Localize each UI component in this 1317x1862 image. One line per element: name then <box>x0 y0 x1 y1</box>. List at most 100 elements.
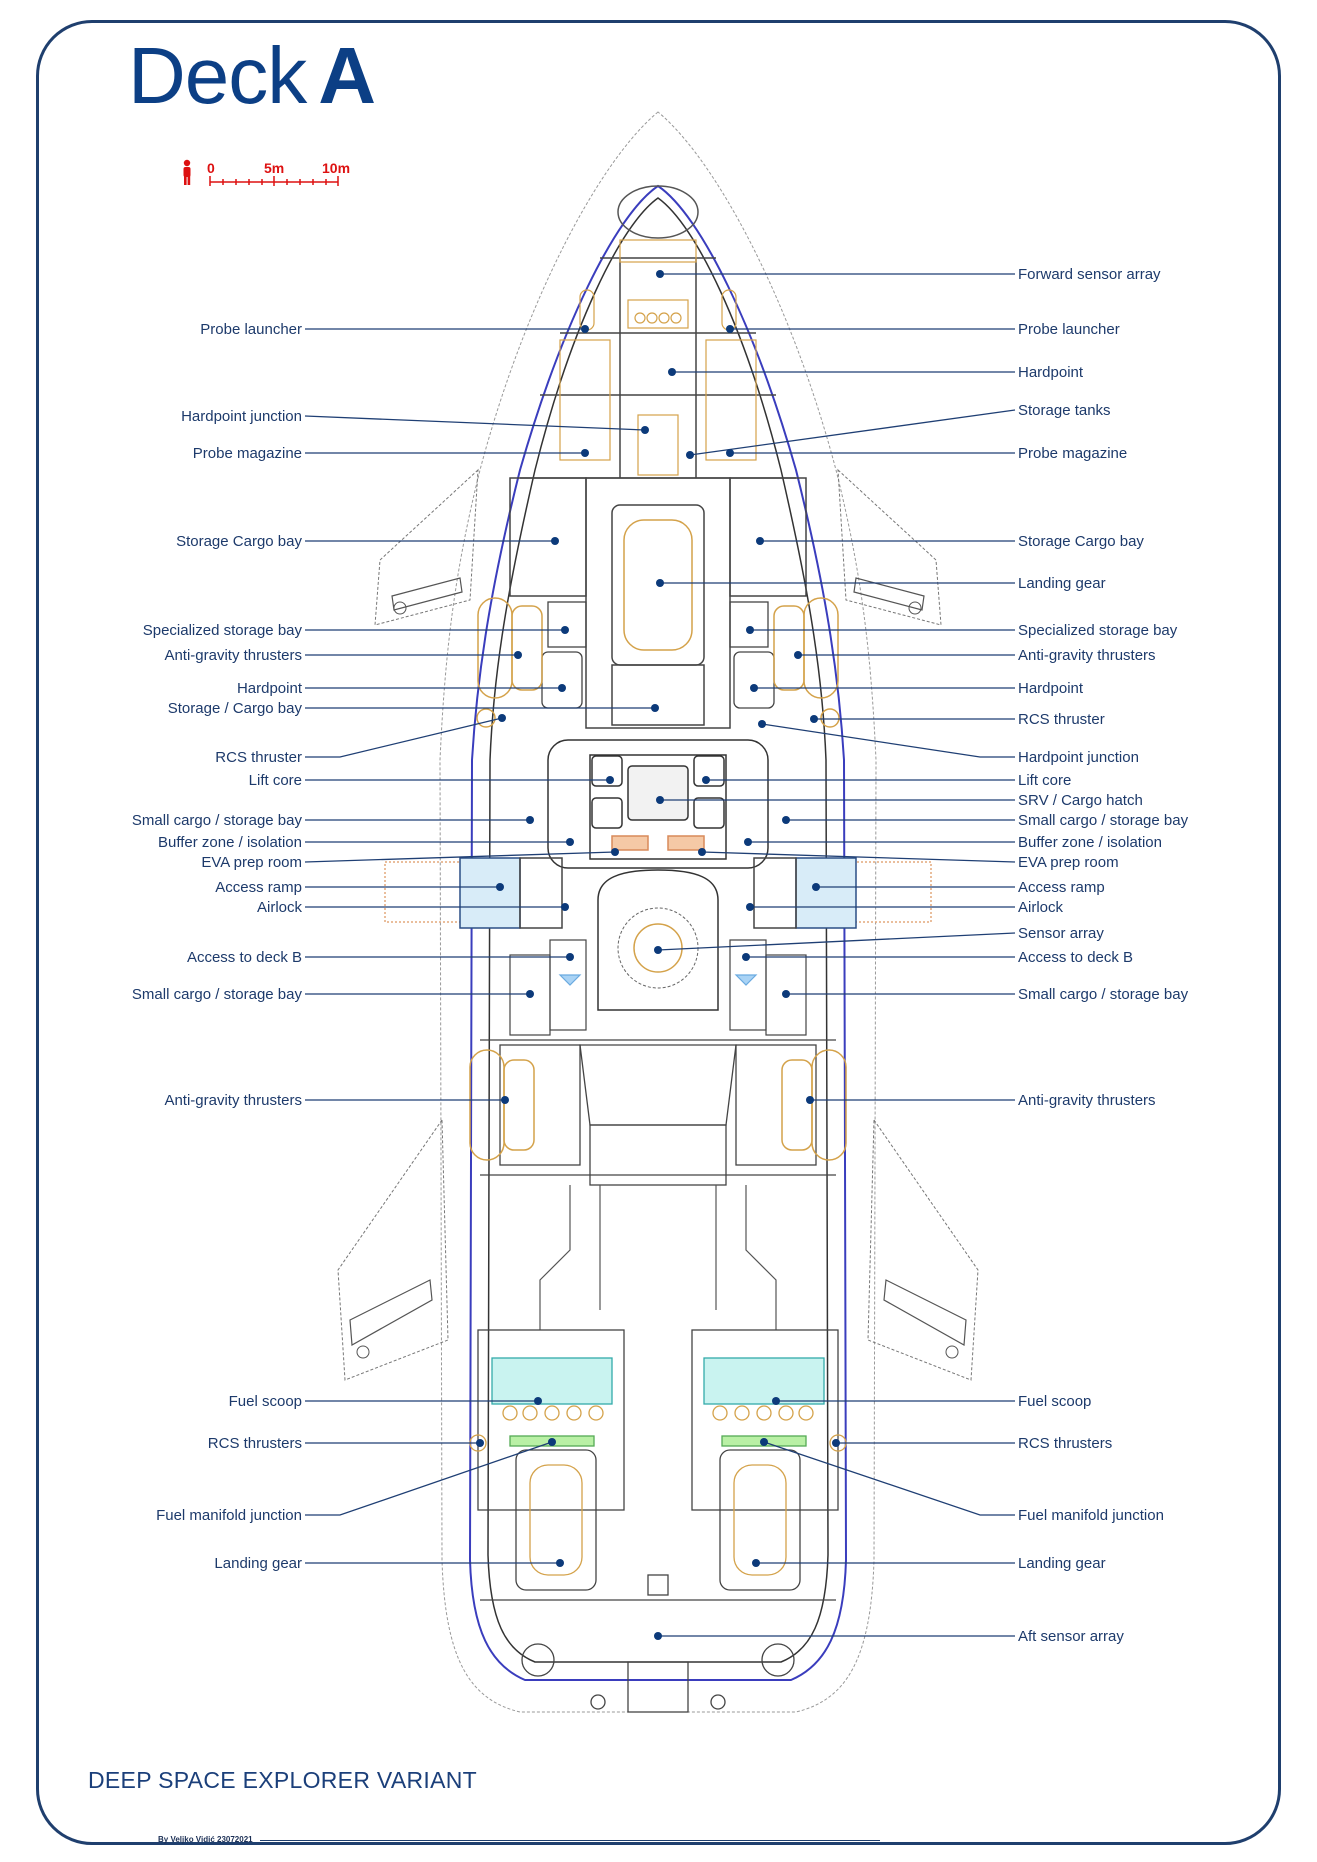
leader-dot-srv-cargo-hatch-r <box>656 796 664 804</box>
leader-dot-buffer-zone-l <box>566 838 574 846</box>
label-specialized-storage-bay-l: Specialized storage bay <box>143 622 303 639</box>
leader-dot-lift-core-r <box>702 776 710 784</box>
leader-line-eva-prep-room-r <box>701 851 1016 863</box>
leader-dot-storage-tanks-r <box>686 451 694 459</box>
callout-storage-cargo-bay-2-l: Storage / Cargo bay <box>168 700 659 717</box>
callout-storage-cargo-bay-r: Storage Cargo bay <box>756 533 1144 550</box>
label-srv-cargo-hatch-r: SRV / Cargo hatch <box>1018 792 1143 809</box>
label-lift-core-l: Lift core <box>249 772 302 789</box>
ship-plan <box>337 111 979 1713</box>
label-access-to-deck-b-l: Access to deck B <box>187 949 302 966</box>
label-probe-magazine-r: Probe magazine <box>1018 445 1127 462</box>
leader-dot-airlock-r <box>746 903 754 911</box>
leader-dot-hardpoint-junction-l <box>641 426 649 434</box>
callout-hardpoint-l: Hardpoint <box>237 680 566 697</box>
label-anti-gravity-thrusters-r1: Anti-gravity thrusters <box>1018 647 1156 664</box>
leader-line-hardpoint-junction-l <box>304 415 646 431</box>
label-fuel-manifold-junction-r: Fuel manifold junction <box>1018 1507 1164 1524</box>
leader-dot-landing-gear-l <box>556 1559 564 1567</box>
scale-mark-0: 0 <box>207 160 215 176</box>
label-access-to-deck-b-r: Access to deck B <box>1018 949 1133 966</box>
label-airlock-r: Airlock <box>1018 899 1064 916</box>
callout-aft-sensor-array-r: Aft sensor array <box>654 1628 1124 1645</box>
callout-small-cargo-storage-bay-l1: Small cargo / storage bay <box>132 812 534 829</box>
callout-rcs-thruster-l: RCS thruster <box>215 714 506 766</box>
deck-title-letter: A <box>318 31 376 120</box>
label-storage-cargo-bay-r: Storage Cargo bay <box>1018 533 1144 550</box>
leader-dot-anti-gravity-thrusters-l1 <box>514 651 522 659</box>
leader-dot-access-to-deck-b-l <box>566 953 574 961</box>
leader-dot-rcs-thrusters-r <box>832 1439 840 1447</box>
hull-outline <box>468 184 848 1681</box>
leader-dot-fuel-scoop-l <box>534 1397 542 1405</box>
leader-line-rcs-thruster-l <box>305 717 503 758</box>
callout-access-to-deck-b-l: Access to deck B <box>187 949 574 966</box>
aft-structure <box>539 1185 777 1330</box>
callout-eva-prep-room-r: EVA prep room <box>698 848 1119 871</box>
deck-title-main: Deck <box>128 31 307 120</box>
leader-dot-small-cargo-storage-bay-r1 <box>782 816 790 824</box>
callout-probe-launcher-l: Probe launcher <box>200 321 589 338</box>
label-rcs-thrusters-l: RCS thrusters <box>208 1435 302 1452</box>
leader-dot-landing-gear-r1 <box>656 579 664 587</box>
label-aft-sensor-array-r: Aft sensor array <box>1018 1628 1124 1645</box>
label-probe-launcher-l: Probe launcher <box>200 321 302 338</box>
callout-fuel-scoop-l: Fuel scoop <box>229 1393 542 1410</box>
leader-line-hardpoint-junction-r <box>761 723 1015 758</box>
label-rcs-thruster-r: RCS thruster <box>1018 711 1105 728</box>
variant-subtitle: DEEP SPACE EXPLORER VARIANT <box>88 1767 477 1793</box>
forward-systems <box>559 239 757 476</box>
leader-line-sensor-array-r <box>657 932 1016 951</box>
credit-rule <box>260 1840 880 1841</box>
leader-dot-small-cargo-storage-bay-r2 <box>782 990 790 998</box>
callout-buffer-zone-r: Buffer zone / isolation <box>744 834 1162 851</box>
scale-mark-5m: 5m <box>264 160 284 176</box>
callout-airlock-l: Airlock <box>257 899 569 916</box>
label-rcs-thrusters-r: RCS thrusters <box>1018 1435 1112 1452</box>
leader-dot-small-cargo-storage-bay-l1 <box>526 816 534 824</box>
callout-fuel-scoop-r: Fuel scoop <box>772 1393 1091 1410</box>
nose-dome <box>617 185 699 239</box>
leader-dot-sensor-array-r <box>654 946 662 954</box>
leader-dot-rcs-thrusters-l <box>476 1439 484 1447</box>
callout-rcs-thruster-r: RCS thruster <box>810 711 1105 728</box>
callout-buffer-zone-l: Buffer zone / isolation <box>158 834 574 851</box>
forward-bulkheads <box>520 257 796 479</box>
label-eva-prep-room-r: EVA prep room <box>1018 854 1119 871</box>
label-small-cargo-storage-bay-r1: Small cargo / storage bay <box>1018 812 1189 829</box>
callout-eva-prep-room-l: EVA prep room <box>201 848 619 871</box>
aft-fin-port-right <box>945 1345 959 1359</box>
callout-sensor-array-r: Sensor array <box>654 925 1104 954</box>
leader-dot-fuel-manifold-junction-l <box>548 1438 556 1446</box>
callout-anti-gravity-thrusters-r1: Anti-gravity thrusters <box>794 647 1156 664</box>
label-anti-gravity-thrusters-l1: Anti-gravity thrusters <box>164 647 302 664</box>
forward-fin-plates <box>391 577 925 611</box>
leader-dot-landing-gear-r2 <box>752 1559 760 1567</box>
callout-access-ramp-r: Access ramp <box>812 879 1105 896</box>
label-anti-gravity-thrusters-r2: Anti-gravity thrusters <box>1018 1092 1156 1109</box>
leader-dot-access-ramp-r <box>812 883 820 891</box>
label-hardpoint-junction-l: Hardpoint junction <box>181 408 302 425</box>
label-landing-gear-r1: Landing gear <box>1018 575 1106 592</box>
label-landing-gear-l: Landing gear <box>214 1555 302 1572</box>
label-hardpoint-l: Hardpoint <box>237 680 303 697</box>
label-access-ramp-r: Access ramp <box>1018 879 1105 896</box>
label-storage-cargo-bay-2-l: Storage / Cargo bay <box>168 700 303 717</box>
airlocks <box>384 857 932 929</box>
leader-line-fuel-manifold-junction-r <box>763 1441 1015 1516</box>
anti-gravity-pods-aft <box>469 1049 847 1161</box>
person-scale-icon <box>183 159 191 185</box>
fuel-pumps <box>469 1405 847 1452</box>
label-fuel-manifold-junction-l: Fuel manifold junction <box>156 1507 302 1524</box>
callout-access-ramp-l: Access ramp <box>215 879 504 896</box>
leader-dot-buffer-zone-r <box>744 838 752 846</box>
lift-core-block <box>547 739 769 869</box>
callout-landing-gear-r1: Landing gear <box>656 575 1106 592</box>
callout-small-cargo-storage-bay-l2: Small cargo / storage bay <box>132 986 534 1003</box>
callout-fuel-manifold-junction-r: Fuel manifold junction <box>760 1438 1164 1524</box>
label-specialized-storage-bay-r: Specialized storage bay <box>1018 622 1178 639</box>
callout-anti-gravity-thrusters-l2: Anti-gravity thrusters <box>164 1092 509 1109</box>
callout-hardpoint-r1: Hardpoint <box>668 364 1084 381</box>
forward-cargo-bays <box>509 477 807 729</box>
